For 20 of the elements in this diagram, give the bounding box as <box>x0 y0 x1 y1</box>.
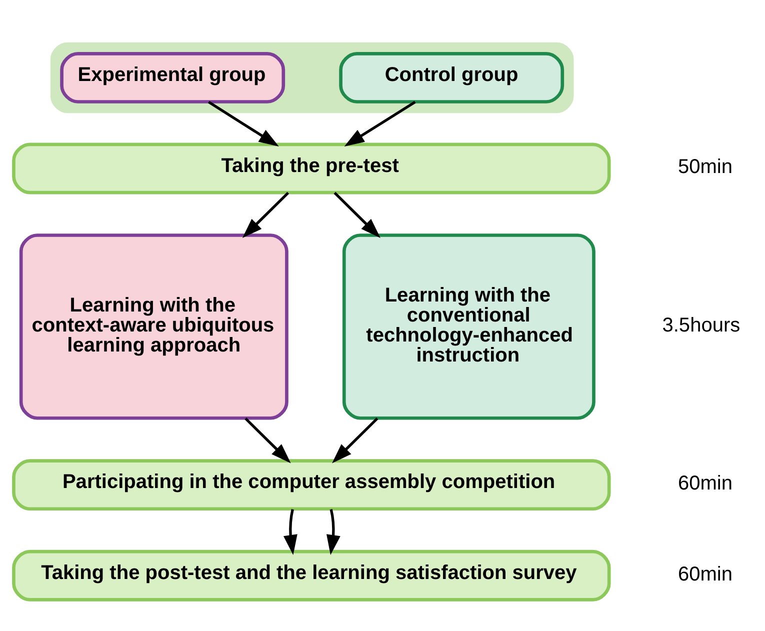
node-box: Participating in the computer assembly competition <box>12 458 611 510</box>
arrow <box>326 508 340 554</box>
node-box: Experimental group <box>60 52 286 103</box>
node-label: 50min <box>678 156 732 178</box>
arrow <box>244 417 291 463</box>
cluster <box>50 42 574 113</box>
node-label: 60min <box>678 472 732 494</box>
node-box: Learning with the context-aware ubiquitous learning approach <box>19 233 288 420</box>
arrow <box>332 417 378 463</box>
node-label: 60min <box>678 562 732 585</box>
arrow <box>242 191 290 238</box>
arrow <box>344 100 416 146</box>
node-label: 3.5hours <box>662 314 740 336</box>
node-box: Taking the post-test and the learning satisfaction survey <box>12 549 611 601</box>
node-box: Taking the pre-test <box>12 142 611 194</box>
arrow <box>334 191 380 238</box>
node-box: Learning with the conventional technology-enhanced instruction <box>342 233 596 420</box>
arrow <box>208 100 279 146</box>
arrow <box>283 508 298 554</box>
node-box: Control group <box>339 52 564 103</box>
